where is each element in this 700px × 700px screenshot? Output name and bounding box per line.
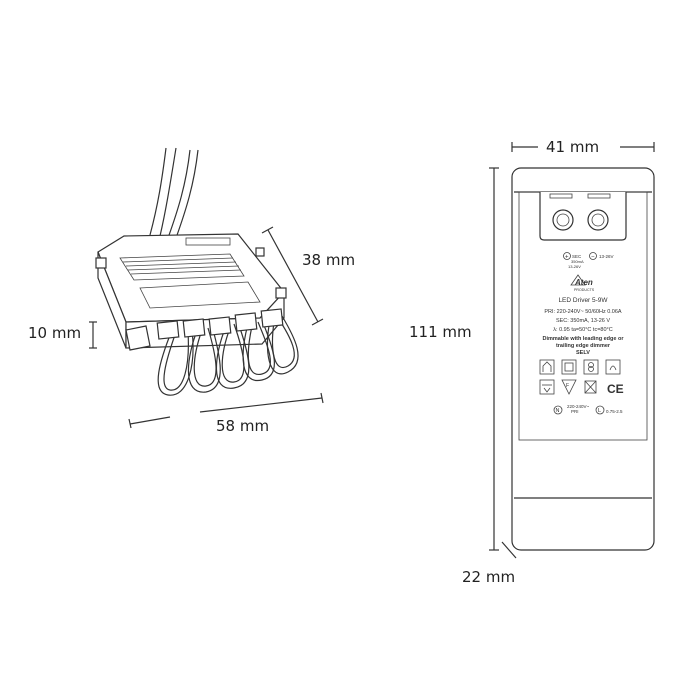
dimension-38mm: 38 mm (261, 226, 355, 326)
furniture-mount-icon (539, 379, 555, 395)
ce-mark-icon: CE (607, 382, 624, 396)
double-insulation-icon (561, 359, 577, 375)
label-sec-current: 350mA (571, 259, 584, 264)
label-neutral: N (556, 408, 560, 414)
label-pri: PRI: 220-240V~ 50/60Hz 0.06A (544, 309, 622, 315)
dim-label-22: 22 mm (462, 568, 515, 586)
screw-right (587, 209, 609, 231)
dimension-58mm: 58 mm (128, 392, 324, 435)
label-live: L (598, 408, 601, 414)
terminal-loops (156, 308, 299, 396)
label-mains-freq: PRI (571, 409, 579, 414)
dimension-10mm: 10 mm (28, 321, 97, 349)
label-dimmable-2: trailing edge dimmer (556, 343, 611, 349)
terminal-cover (539, 192, 627, 241)
house-icon (539, 359, 555, 375)
label-sec-voltage: 13-26V (568, 264, 581, 269)
dimension-41mm: 41 mm (511, 138, 655, 156)
minus-icon (589, 252, 597, 260)
svg-text:CE: CE (607, 382, 624, 396)
driver-drawing: + − SEC 350mA 13-26V 13-26V Aten PRODUCT… (511, 167, 655, 551)
f-mark-icon: F (561, 379, 577, 395)
svg-text:PRODUCTS: PRODUCTS (574, 288, 595, 292)
dim-label-10: 10 mm (28, 324, 81, 342)
dim-label-38: 38 mm (302, 251, 355, 269)
label-dimmable-1: Dimmable with leading edge or (543, 336, 625, 342)
dimension-22mm: 22 mm (462, 541, 517, 586)
label-sec-range: 13-26V (599, 254, 614, 259)
dim-label-58: 58 mm (216, 417, 269, 435)
dim-label-111: 111 mm (409, 323, 472, 341)
label-pf: λ: 0.95 ta=50°C tc=80°C (553, 327, 612, 333)
label-live-range: 0.75-2.5 (606, 409, 623, 414)
label-selv: SELV (576, 350, 590, 356)
label-mains: 220-240V~ (567, 404, 590, 409)
transformer-icon (583, 359, 599, 375)
grip-area (119, 253, 245, 281)
screw-left (552, 209, 574, 231)
plus-icon (563, 252, 571, 260)
bin-icon (584, 380, 597, 394)
thermal-icon (605, 359, 621, 375)
neutral-terminal-icon (553, 405, 563, 415)
live-terminal-icon (595, 405, 605, 415)
brand-logo: Aten PRODUCTS (570, 274, 595, 292)
label-recess (139, 281, 261, 309)
label-sec: SEC: 350mA, 13-26 V (556, 318, 610, 324)
cable (149, 147, 167, 236)
label-product: LED Driver 5-9W (558, 297, 608, 304)
label-sec-top: SEC (572, 254, 582, 259)
svg-text:+: + (565, 255, 569, 261)
dim-label-41: 41 mm (546, 138, 599, 156)
svg-text:−: − (591, 255, 595, 261)
svg-text:Aten: Aten (574, 278, 593, 287)
driver-housing (511, 167, 655, 551)
connector-drawing (95, 147, 299, 396)
svg-text:F: F (566, 383, 569, 389)
dimension-111mm: 111 mm (404, 167, 499, 551)
